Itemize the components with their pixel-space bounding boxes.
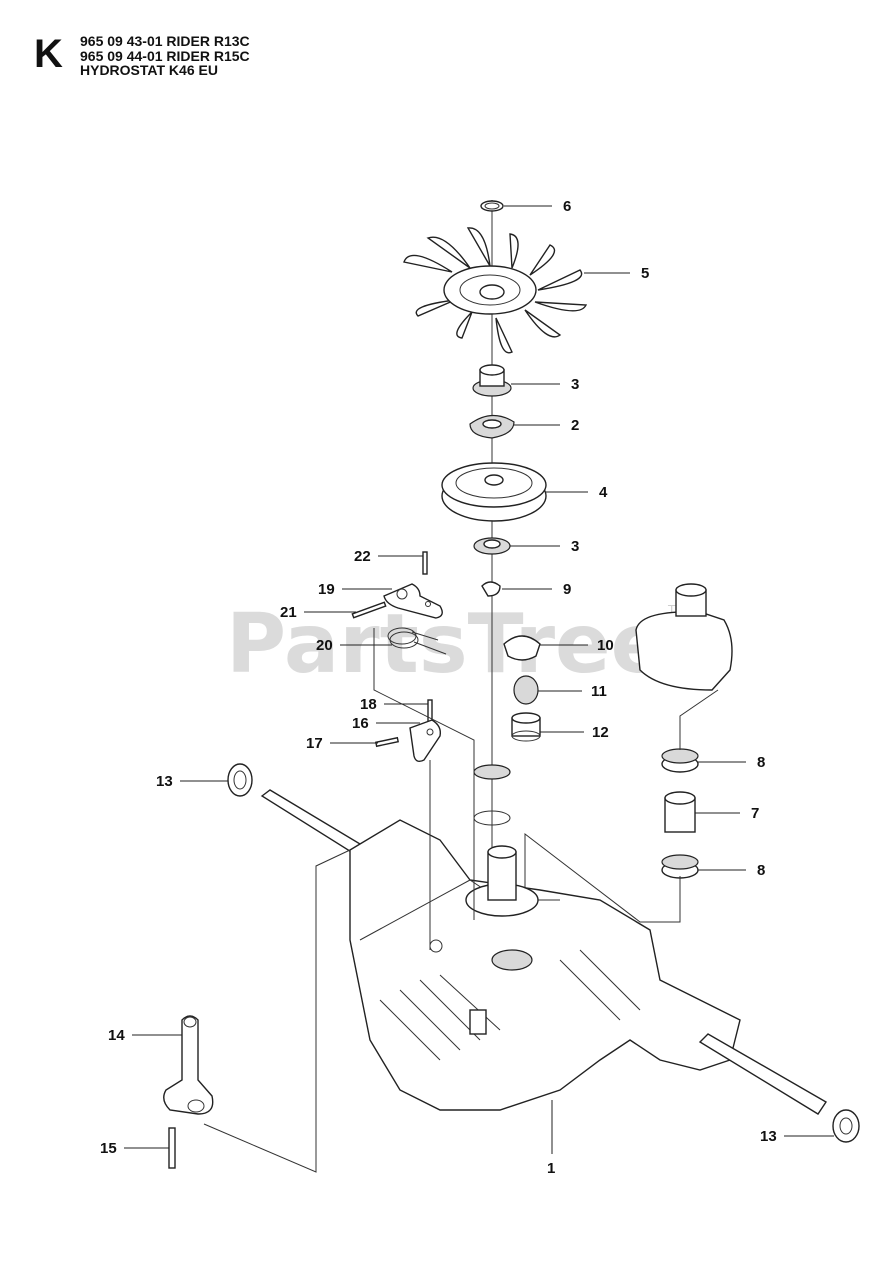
part-6-oring[interactable] bbox=[480, 200, 504, 212]
model-title: 965 09 43-01 RIDER R13C 965 09 44-01 RID… bbox=[80, 34, 480, 78]
part-17-roll-pin[interactable] bbox=[374, 736, 400, 748]
callout-13-right[interactable]: 13 bbox=[760, 1128, 777, 1145]
part-16-lever[interactable] bbox=[409, 719, 442, 763]
part-7-hose[interactable] bbox=[664, 791, 696, 833]
callout-4[interactable]: 4 bbox=[599, 484, 608, 501]
callout-22[interactable]: 22 bbox=[354, 548, 371, 565]
callout-8-upper[interactable]: 8 bbox=[757, 754, 765, 771]
assembly-name: HYDROSTAT K46 EU bbox=[80, 62, 218, 78]
part-9-clip[interactable] bbox=[481, 581, 501, 597]
callout-5[interactable]: 5 bbox=[641, 265, 649, 282]
model-line-2: 965 09 44-01 RIDER R15C bbox=[80, 47, 250, 64]
callout-13-left[interactable]: 13 bbox=[156, 773, 173, 790]
part-13-seal-right[interactable] bbox=[832, 1109, 860, 1143]
callout-17[interactable]: 17 bbox=[306, 735, 323, 752]
part-10-cap[interactable] bbox=[503, 635, 541, 661]
hose-route-upper bbox=[679, 689, 719, 750]
part-21-roll-pin[interactable] bbox=[351, 601, 387, 619]
part-14-control-arm[interactable] bbox=[163, 1015, 214, 1115]
callout-11[interactable]: 11 bbox=[591, 683, 607, 700]
leader-lines bbox=[124, 205, 834, 1154]
part-12-bushing[interactable] bbox=[511, 712, 541, 742]
callout-labels: 6 5 3 2 4 3 22 19 9 21 20 10 11 18 16 12… bbox=[100, 198, 777, 1177]
callout-10[interactable]: 10 bbox=[597, 637, 614, 654]
callout-6[interactable]: 6 bbox=[563, 198, 571, 215]
shaft-bearings bbox=[473, 764, 511, 826]
callout-14[interactable]: 14 bbox=[108, 1027, 125, 1044]
hose-route-lower bbox=[524, 832, 681, 940]
callout-19[interactable]: 19 bbox=[318, 581, 335, 598]
linkage-line-arm bbox=[203, 849, 351, 1173]
section-letter: K bbox=[34, 32, 63, 76]
part-8-clamp-lower[interactable] bbox=[661, 854, 699, 879]
callout-7[interactable]: 7 bbox=[751, 805, 759, 822]
linkage-line-lever bbox=[373, 628, 475, 920]
part-3-spacer-lower[interactable] bbox=[473, 537, 511, 555]
callout-2[interactable]: 2 bbox=[571, 417, 579, 434]
part-5-fan[interactable] bbox=[403, 227, 588, 354]
callout-12[interactable]: 12 bbox=[592, 724, 609, 741]
callout-9[interactable]: 9 bbox=[563, 581, 571, 598]
part-15-pin[interactable] bbox=[168, 1127, 176, 1169]
callout-3-nut[interactable]: 3 bbox=[571, 376, 579, 393]
callout-20[interactable]: 20 bbox=[316, 637, 333, 654]
callout-1[interactable]: 1 bbox=[547, 1160, 555, 1177]
part-11-filter[interactable] bbox=[513, 675, 539, 705]
part-20-spring[interactable] bbox=[387, 627, 447, 655]
part-13-seal-left[interactable] bbox=[227, 763, 253, 797]
model-line-1: 965 09 43-01 RIDER R13C bbox=[80, 33, 250, 49]
callout-18[interactable]: 18 bbox=[360, 696, 377, 713]
part-6-oring-inner bbox=[484, 202, 500, 210]
part-1-transaxle-housing[interactable] bbox=[349, 819, 741, 1111]
callout-21[interactable]: 21 bbox=[280, 604, 297, 621]
callout-8-lower[interactable]: 8 bbox=[757, 862, 765, 879]
callout-15[interactable]: 15 bbox=[100, 1140, 117, 1157]
part-4-pulley[interactable] bbox=[441, 462, 547, 522]
watermark-text: PartsTree bbox=[226, 597, 666, 692]
part-19-lever[interactable] bbox=[383, 583, 443, 619]
callout-16[interactable]: 16 bbox=[352, 715, 369, 732]
axle-right bbox=[698, 1033, 827, 1115]
part-3-nut-upper[interactable] bbox=[472, 364, 512, 397]
part-22-pin[interactable] bbox=[422, 551, 428, 575]
part-8-clamp-upper[interactable] bbox=[661, 748, 699, 773]
oil-reservoir[interactable] bbox=[635, 583, 733, 691]
part-2-washer[interactable] bbox=[469, 414, 515, 439]
callout-3-spacer[interactable]: 3 bbox=[571, 538, 579, 555]
